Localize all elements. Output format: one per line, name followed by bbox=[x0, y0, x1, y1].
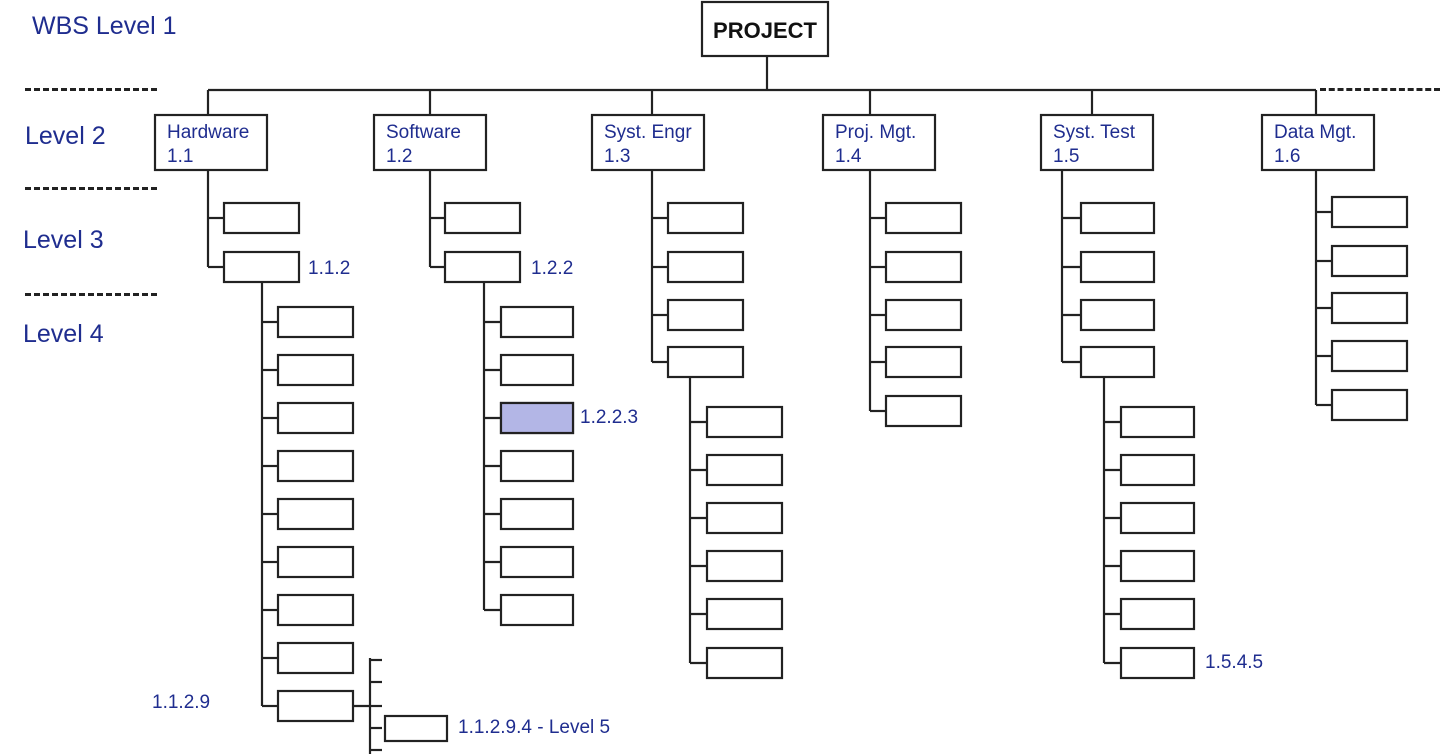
wbs-box bbox=[499, 449, 575, 483]
wbs-box bbox=[276, 545, 355, 579]
wbs-box bbox=[276, 353, 355, 387]
root-label: PROJECT bbox=[713, 18, 817, 43]
wbs-box bbox=[222, 250, 301, 284]
wbs-box bbox=[705, 405, 784, 439]
wbs-box bbox=[276, 305, 355, 339]
wbs-box bbox=[1119, 453, 1196, 487]
callout-1-1-2-9: 1.1.2.9 bbox=[152, 692, 210, 713]
level2-box-2 bbox=[372, 113, 488, 172]
wbs-box bbox=[1330, 291, 1409, 325]
wbs-box bbox=[276, 641, 355, 675]
level2-box-1 bbox=[153, 113, 269, 172]
callout-1-2-2: 1.2.2 bbox=[531, 258, 573, 279]
wbs-box bbox=[1079, 298, 1156, 332]
wbs-box bbox=[666, 201, 745, 235]
wbs-box bbox=[499, 545, 575, 579]
level2-code: 1.2 bbox=[386, 146, 412, 167]
level2-name: Software bbox=[386, 122, 461, 143]
level2-name: Hardware bbox=[167, 122, 249, 143]
level-divider bbox=[25, 88, 157, 91]
callout-level-5: 1.1.2.9.4 - Level 5 bbox=[458, 717, 610, 738]
level-4-label: Level 4 bbox=[23, 320, 104, 348]
wbs-box bbox=[276, 497, 355, 531]
level2-code: 1.4 bbox=[835, 146, 862, 167]
wbs-box bbox=[1119, 597, 1196, 631]
level2-code: 1.6 bbox=[1274, 146, 1300, 167]
level5-box bbox=[383, 714, 449, 743]
wbs-box bbox=[1079, 345, 1156, 379]
level2-box-6 bbox=[1260, 113, 1376, 172]
level2-name: Proj. Mgt. bbox=[835, 122, 916, 143]
wbs-box bbox=[443, 250, 522, 284]
level2-box-5 bbox=[1039, 113, 1155, 172]
level-3-label: Level 3 bbox=[23, 226, 104, 254]
wbs-box bbox=[666, 298, 745, 332]
callout-1-1-2: 1.1.2 bbox=[308, 258, 350, 279]
level-2-label: Level 2 bbox=[25, 122, 106, 150]
wbs-box bbox=[705, 501, 784, 535]
wbs-box bbox=[276, 401, 355, 435]
wbs-box bbox=[276, 689, 355, 723]
wbs-box bbox=[499, 353, 575, 387]
level2-code: 1.3 bbox=[604, 146, 630, 167]
wbs-box bbox=[666, 250, 745, 284]
wbs-box bbox=[666, 345, 745, 379]
wbs-box bbox=[1119, 405, 1196, 439]
wbs-box bbox=[499, 593, 575, 627]
level2-code: 1.5 bbox=[1053, 146, 1079, 167]
wbs-box bbox=[499, 305, 575, 339]
level-divider bbox=[25, 293, 157, 296]
level2-box-3 bbox=[590, 113, 706, 172]
wbs-level-1-label: WBS Level 1 bbox=[32, 12, 177, 40]
wbs-box bbox=[1079, 201, 1156, 235]
wbs-box bbox=[276, 593, 355, 627]
wbs-box bbox=[884, 250, 963, 284]
wbs-box bbox=[1119, 549, 1196, 583]
level2-name: Syst. Engr bbox=[604, 122, 692, 143]
callout-1-2-2-3: 1.2.2.3 bbox=[580, 407, 638, 428]
wbs-box bbox=[884, 201, 963, 235]
level-divider bbox=[25, 187, 157, 190]
wbs-box bbox=[1330, 195, 1409, 229]
callout-1-5-4-5: 1.5.4.5 bbox=[1205, 652, 1263, 673]
highlighted-box bbox=[499, 401, 575, 435]
root-box bbox=[700, 0, 830, 58]
wbs-box bbox=[1119, 646, 1196, 680]
wbs-box bbox=[705, 453, 784, 487]
wbs-box bbox=[222, 201, 301, 235]
wbs-box bbox=[499, 497, 575, 531]
level2-code: 1.1 bbox=[167, 146, 193, 167]
wbs-box bbox=[884, 394, 963, 428]
level-divider bbox=[1320, 88, 1440, 91]
level2-name: Syst. Test bbox=[1053, 122, 1136, 143]
wbs-box bbox=[276, 449, 355, 483]
wbs-box bbox=[884, 298, 963, 332]
wbs-box bbox=[1119, 501, 1196, 535]
level2-box-4 bbox=[821, 113, 937, 172]
wbs-box bbox=[705, 597, 784, 631]
level2-name: Data Mgt. bbox=[1274, 122, 1356, 143]
wbs-box bbox=[1330, 339, 1409, 373]
wbs-box bbox=[705, 549, 784, 583]
wbs-box bbox=[884, 345, 963, 379]
wbs-box bbox=[1330, 388, 1409, 422]
wbs-box bbox=[1330, 244, 1409, 278]
wbs-box bbox=[705, 646, 784, 680]
wbs-box bbox=[1079, 250, 1156, 284]
wbs-box bbox=[443, 201, 522, 235]
